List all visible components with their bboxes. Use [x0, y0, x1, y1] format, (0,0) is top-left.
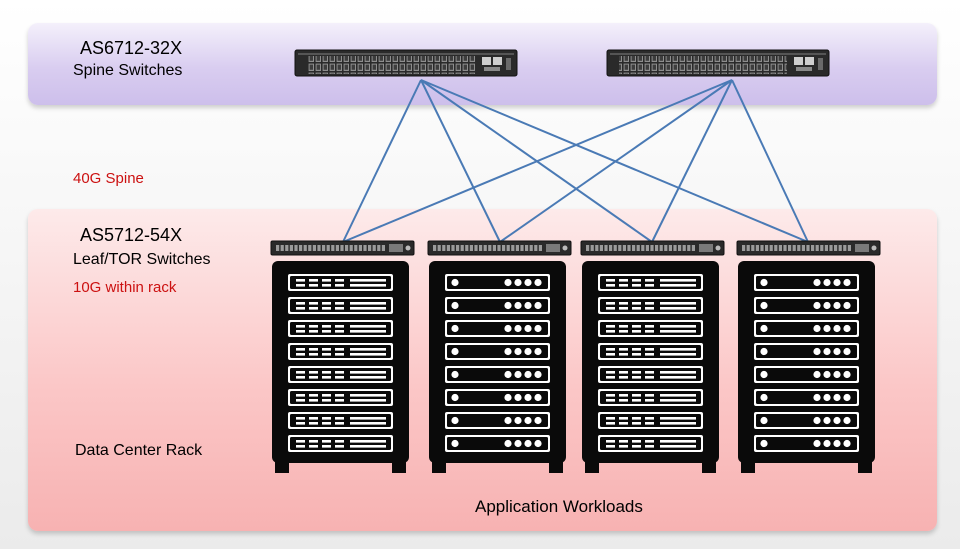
rack-speed-label: 10G within rack — [73, 279, 177, 296]
spine-switch-icon — [294, 49, 518, 77]
leaf-switch-icon — [736, 240, 881, 256]
link-spine2-leaf1 — [342, 79, 733, 243]
leaf-switch-icon — [427, 240, 572, 256]
spine-speed-label: 40G Spine — [73, 170, 144, 187]
server-rack-icon — [582, 261, 719, 473]
server-rack-icon — [272, 261, 409, 473]
link-spine2-leaf3 — [651, 79, 733, 243]
server-racks — [272, 261, 875, 473]
leaf-switches — [270, 240, 881, 256]
links-layer — [342, 79, 809, 243]
spine-switches — [294, 49, 830, 77]
server-rack-icon — [429, 261, 566, 473]
link-spine2-leaf2 — [499, 79, 733, 243]
leaf-role-label: Leaf/TOR Switches — [73, 251, 211, 268]
rack-label: Data Center Rack — [75, 442, 203, 459]
spine-switch-icon — [606, 49, 830, 77]
leaf-switch-icon — [580, 240, 725, 256]
server-rack-icon — [738, 261, 875, 473]
spine-role-label: Spine Switches — [73, 62, 183, 79]
spine-model-label: AS6712-32X — [80, 38, 183, 58]
link-spine2-leaf4 — [731, 79, 809, 243]
link-spine1-leaf1 — [342, 79, 422, 243]
leaf-switch-icon — [270, 240, 415, 256]
link-spine1-leaf2 — [420, 79, 501, 243]
leaf-model-label: AS5712-54X — [80, 225, 183, 245]
workloads-label: Application Workloads — [475, 497, 643, 516]
